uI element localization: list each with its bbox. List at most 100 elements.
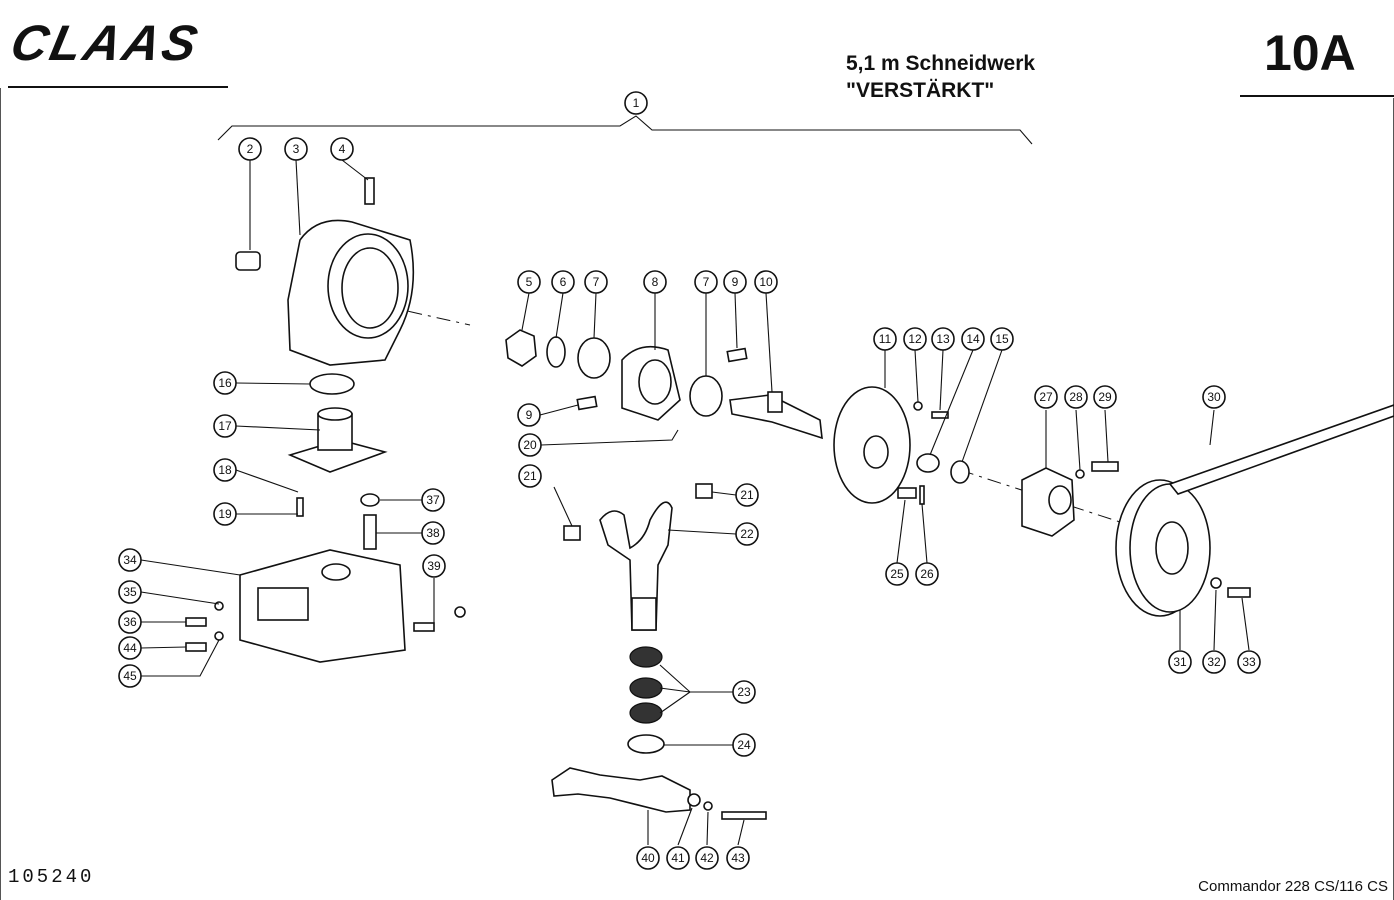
leader-lines [140, 159, 1250, 846]
hex-bolt [721, 811, 767, 820]
callout-12: 12 [903, 327, 927, 351]
callout-35: 35 [118, 580, 142, 604]
svg-text:15: 15 [995, 332, 1009, 346]
svg-text:44: 44 [123, 641, 137, 655]
callout-6: 6 [551, 270, 575, 294]
svg-text:7: 7 [703, 275, 710, 289]
support-bracket [239, 549, 406, 663]
svg-text:23: 23 [737, 685, 751, 699]
callout-42: 42 [695, 846, 719, 870]
taper-bearing [629, 677, 663, 699]
svg-text:30: 30 [1207, 390, 1221, 404]
callout-40: 40 [636, 846, 660, 870]
callout-16: 16 [213, 371, 237, 395]
gear-housing [287, 219, 415, 366]
svg-text:11: 11 [879, 332, 892, 346]
callout-32: 32 [1202, 650, 1226, 674]
roll-pin [919, 485, 925, 505]
spring-washer [703, 801, 713, 811]
flange-bushing [287, 407, 388, 473]
washer [360, 493, 380, 507]
callout-45: 45 [118, 664, 142, 688]
svg-text:13: 13 [936, 332, 950, 346]
nut [454, 606, 466, 618]
svg-text:28: 28 [1069, 390, 1083, 404]
lock-washer [913, 401, 923, 411]
hex-bolt [185, 617, 207, 627]
svg-text:9: 9 [732, 275, 739, 289]
ball-bearing-right [689, 375, 723, 417]
seal-ring [627, 734, 665, 754]
callout-37: 37 [421, 488, 445, 512]
callout-22: 22 [735, 522, 759, 546]
callout-2: 2 [238, 137, 262, 161]
frame-left-border [0, 88, 1, 900]
callout-41: 41 [666, 846, 690, 870]
washer [1210, 577, 1222, 589]
callout-7b: 7 [694, 270, 718, 294]
svg-text:7: 7 [593, 275, 600, 289]
assembly-bracket [217, 115, 1033, 145]
v-belt [1168, 404, 1394, 495]
svg-text:41: 41 [671, 851, 685, 865]
callout-24: 24 [732, 733, 756, 757]
spacer-ring [546, 336, 566, 368]
callout-26: 26 [915, 562, 939, 586]
svg-text:9: 9 [526, 408, 533, 422]
callout-43: 43 [726, 846, 750, 870]
svg-text:27: 27 [1039, 390, 1053, 404]
callout-14: 14 [961, 327, 985, 351]
svg-text:40: 40 [641, 851, 655, 865]
svg-text:3: 3 [293, 142, 300, 156]
callout-33: 33 [1237, 650, 1261, 674]
svg-text:38: 38 [426, 526, 440, 540]
svg-text:12: 12 [908, 332, 922, 346]
page-number: 10A [1264, 25, 1356, 81]
callout-34: 34 [118, 548, 142, 572]
bolt [296, 497, 304, 517]
bushing [695, 483, 713, 499]
svg-text:8: 8 [652, 275, 659, 289]
callout-10: 10 [754, 270, 778, 294]
bushing [563, 525, 581, 541]
svg-text:14: 14 [966, 332, 980, 346]
svg-text:6: 6 [560, 275, 567, 289]
svg-text:25: 25 [890, 567, 904, 581]
callout-23: 23 [732, 680, 756, 704]
hex-bolt [1227, 587, 1251, 598]
callout-21a: 21 [518, 464, 542, 488]
svg-text:34: 34 [123, 553, 137, 567]
svg-text:29: 29 [1098, 390, 1112, 404]
svg-text:21: 21 [740, 488, 754, 502]
svg-text:19: 19 [218, 507, 232, 521]
hex-bolt [185, 642, 207, 652]
svg-text:43: 43 [731, 851, 745, 865]
callout-13: 13 [931, 327, 955, 351]
dowel-pin [726, 347, 748, 363]
callout-9b: 9 [517, 403, 541, 427]
drive-lever [551, 767, 691, 813]
grease-nipple [364, 177, 375, 205]
document-number: 105240 [8, 866, 95, 888]
svg-text:39: 39 [427, 559, 441, 573]
callout-9a: 9 [723, 270, 747, 294]
nut [687, 793, 701, 807]
screw [931, 411, 949, 419]
svg-text:17: 17 [218, 419, 232, 433]
callout-7a: 7 [584, 270, 608, 294]
callout-31: 31 [1168, 650, 1192, 674]
callout-36: 36 [118, 610, 142, 634]
callout-5: 5 [517, 270, 541, 294]
callout-21b: 21 [735, 483, 759, 507]
callout-20: 20 [518, 433, 542, 457]
washer [1075, 469, 1085, 479]
svg-text:10: 10 [759, 275, 773, 289]
callout-17: 17 [213, 414, 237, 438]
svg-text:35: 35 [123, 585, 137, 599]
callout-4: 4 [330, 137, 354, 161]
hex-bolt [413, 622, 435, 632]
shaft-seal [950, 460, 970, 484]
taper-bearing [629, 702, 663, 724]
bearing-housing [621, 345, 681, 421]
ball-bearing-left [577, 337, 611, 379]
